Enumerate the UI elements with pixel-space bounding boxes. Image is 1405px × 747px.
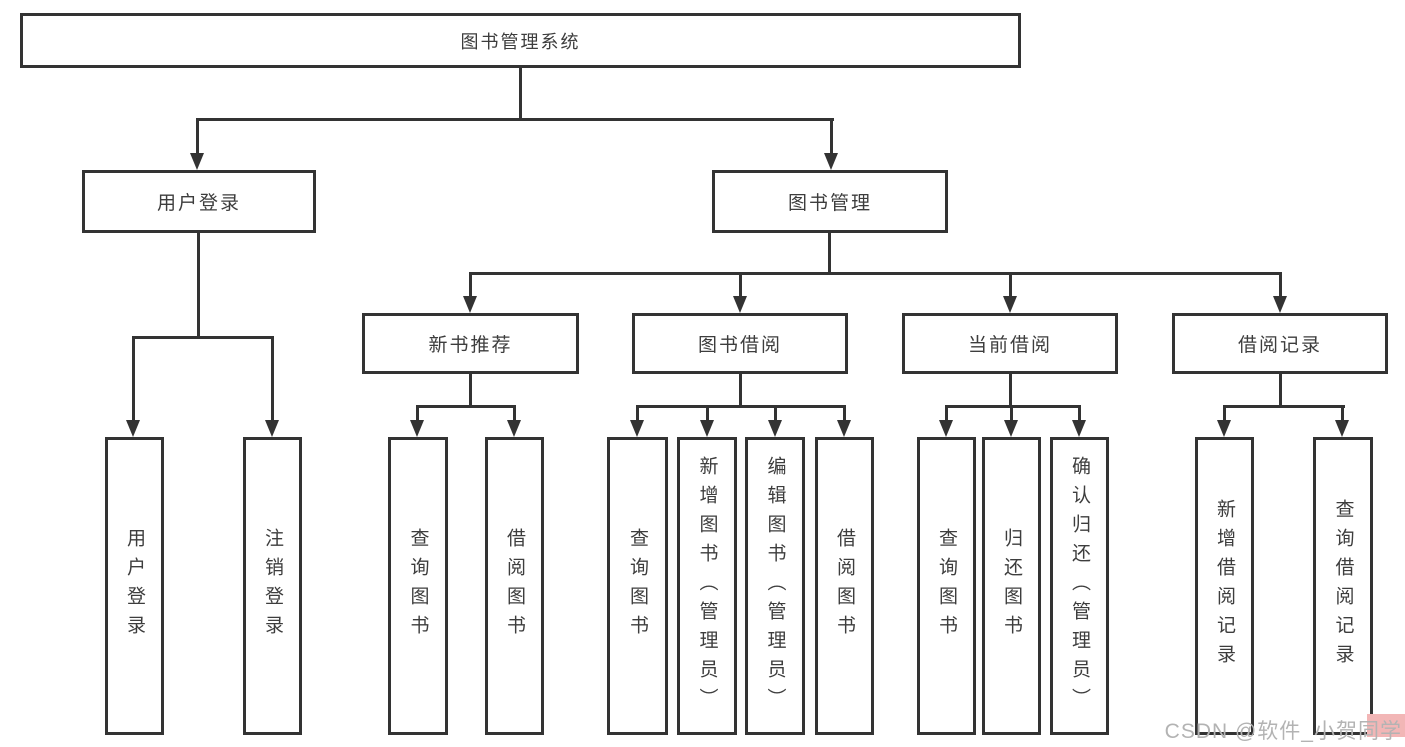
arrowhead-nb2 [507, 420, 521, 437]
watermark-text: CSDN @软件_小贺同学 [1164, 720, 1402, 743]
node-book-management-label: 图书管理 [787, 193, 872, 214]
arrowhead-bb2 [700, 420, 714, 437]
leaf-user-login-label: 用户登录 [124, 528, 145, 644]
leaf-bb-edit-book-admin-label: 编辑图书（管理员） [764, 455, 786, 717]
arrowhead-book-mgmt [824, 153, 838, 170]
leaf-cb-return-book: 归还图书 [982, 437, 1041, 735]
leaf-logout: 注销登录 [243, 437, 302, 735]
connector-borrow-record-rail [1223, 405, 1345, 408]
leaf-bb-add-book-admin-label: 新增图书（管理员） [696, 455, 718, 717]
leaf-br-query-record-label: 查询借阅记录 [1332, 499, 1354, 673]
connector-drop-login-leaf [132, 336, 135, 420]
arrowhead-cb3 [1072, 420, 1086, 437]
arrowhead-bb4 [837, 420, 851, 437]
arrowhead-login-leaf [126, 420, 140, 437]
connector-current-borrow-trunk [1009, 374, 1012, 405]
node-user-login-label: 用户登录 [156, 193, 241, 214]
node-new-book-recommend-label: 新书推荐 [428, 335, 513, 356]
arrowhead-bb1 [630, 420, 644, 437]
leaf-user-login: 用户登录 [105, 437, 164, 735]
arrowhead-br2 [1335, 420, 1349, 437]
arrowhead-bb3 [768, 420, 782, 437]
connector-drop-book-mgmt [830, 118, 833, 156]
arrowhead-cb1 [939, 420, 953, 437]
leaf-nb-query-book: 查询图书 [388, 437, 448, 735]
arrowhead-logout-leaf [265, 420, 279, 437]
leaf-cb-query-book: 查询图书 [917, 437, 976, 735]
arrowhead-br1 [1217, 420, 1231, 437]
connector-drop-cb2 [1010, 405, 1013, 420]
leaf-bb-edit-book-admin: 编辑图书（管理员） [745, 437, 805, 735]
connector-drop-book-borrow [739, 272, 742, 299]
arrowhead-current-borrow [1003, 296, 1017, 313]
arrowhead-user-login [190, 153, 204, 170]
connector-book-borrow-rail [636, 405, 846, 408]
node-user-login: 用户登录 [82, 170, 316, 233]
leaf-nb-query-book-label: 查询图书 [407, 528, 429, 644]
leaf-br-add-record: 新增借阅记录 [1195, 437, 1254, 735]
arrowhead-new-book [463, 296, 477, 313]
node-book-borrow-label: 图书借阅 [697, 335, 782, 356]
connector-drop-cb3 [1078, 405, 1081, 420]
connector-drop-nb2 [513, 405, 516, 420]
leaf-cb-confirm-return-admin-label: 确认归还（管理员） [1069, 455, 1090, 717]
connector-drop-nb1 [416, 405, 419, 420]
node-new-book-recommend: 新书推荐 [362, 313, 579, 374]
arrowhead-book-borrow [733, 296, 747, 313]
connector-new-book-trunk [469, 374, 472, 405]
arrowhead-nb1 [410, 420, 424, 437]
arrowhead-cb2 [1004, 420, 1018, 437]
leaf-bb-borrow-book: 借阅图书 [815, 437, 874, 735]
leaf-nb-borrow-book-label: 借阅图书 [504, 528, 525, 644]
connector-drop-current-borrow [1009, 272, 1012, 299]
node-root: 图书管理系统 [20, 13, 1021, 68]
watermark-accent-block [1367, 714, 1405, 737]
leaf-cb-confirm-return-admin: 确认归还（管理员） [1050, 437, 1109, 735]
connector-current-borrow-rail [945, 405, 1081, 408]
connector-drop-bb3 [774, 405, 777, 420]
leaf-br-query-record: 查询借阅记录 [1313, 437, 1373, 735]
connector-new-book-rail [416, 405, 516, 408]
connector-book-mgmt-rail [469, 272, 1282, 275]
connector-drop-br1 [1223, 405, 1226, 420]
leaf-br-add-record-label: 新增借阅记录 [1214, 499, 1235, 673]
connector-drop-new-book [469, 272, 472, 299]
leaf-bb-borrow-book-label: 借阅图书 [834, 528, 855, 644]
leaf-bb-query-book-label: 查询图书 [627, 528, 648, 644]
connector-drop-user-login [196, 118, 199, 156]
connector-borrow-record-trunk [1279, 374, 1282, 405]
connector-book-mgmt-trunk [828, 233, 831, 272]
connector-drop-bb4 [843, 405, 846, 420]
leaf-cb-query-book-label: 查询图书 [936, 528, 957, 644]
leaf-cb-return-book-label: 归还图书 [1001, 528, 1022, 644]
leaf-logout-label: 注销登录 [262, 528, 283, 644]
connector-drop-bb1 [636, 405, 639, 420]
leaf-bb-add-book-admin: 新增图书（管理员） [677, 437, 737, 735]
connector-root-trunk [519, 68, 522, 118]
connector-root-rail [196, 118, 834, 121]
connector-user-login-trunk [197, 233, 200, 336]
node-root-label: 图书管理系统 [460, 31, 581, 52]
connector-drop-cb1 [945, 405, 948, 420]
connector-drop-bb2 [706, 405, 709, 420]
node-borrow-record-label: 借阅记录 [1237, 335, 1322, 356]
connector-drop-logout-leaf [271, 336, 274, 420]
node-book-management: 图书管理 [712, 170, 948, 233]
node-current-borrow: 当前借阅 [902, 313, 1118, 374]
connector-drop-borrow-record [1279, 272, 1282, 299]
connector-book-borrow-trunk [739, 374, 742, 405]
connector-user-login-rail [132, 336, 274, 339]
leaf-nb-borrow-book: 借阅图书 [485, 437, 544, 735]
node-book-borrow: 图书借阅 [632, 313, 848, 374]
node-borrow-record: 借阅记录 [1172, 313, 1388, 374]
connector-drop-br2 [1341, 405, 1344, 420]
leaf-bb-query-book: 查询图书 [607, 437, 668, 735]
node-current-borrow-label: 当前借阅 [967, 335, 1052, 356]
arrowhead-borrow-record [1273, 296, 1287, 313]
